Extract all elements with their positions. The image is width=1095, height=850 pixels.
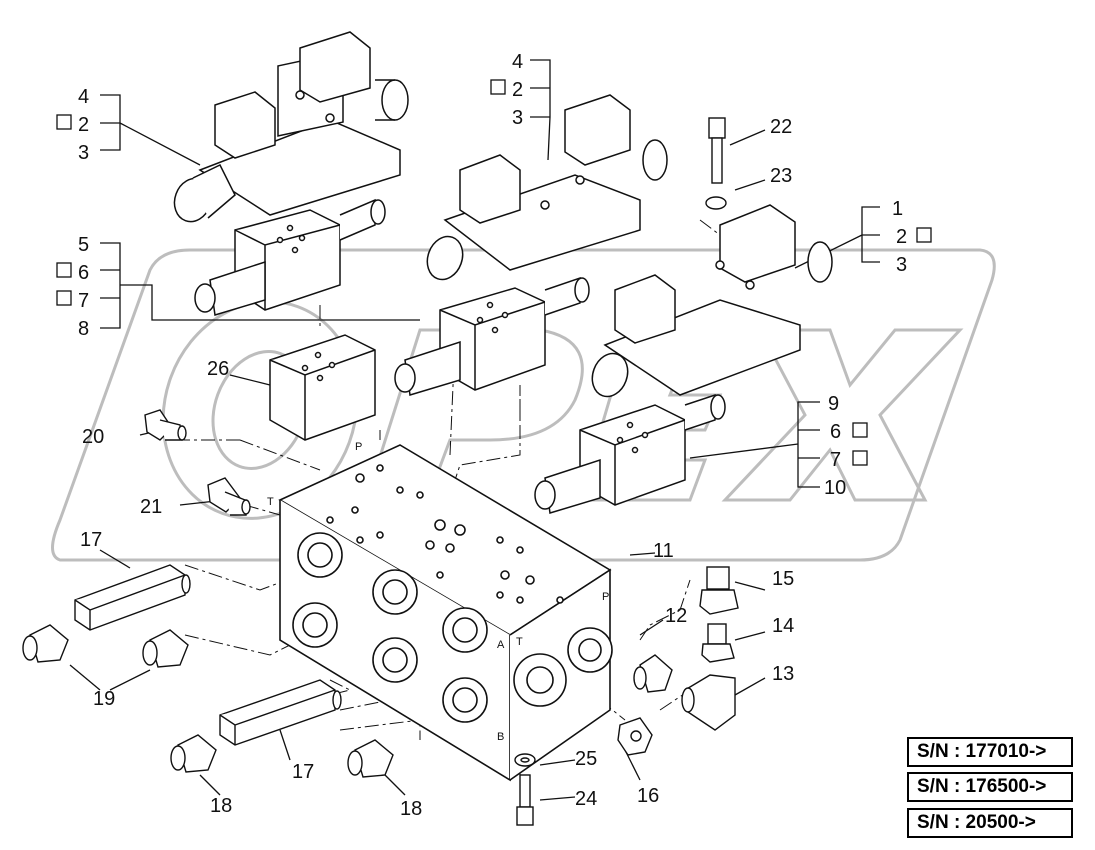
- opex-watermark: [51, 248, 996, 562]
- label-11: 11: [653, 540, 674, 562]
- label-19: 19: [93, 688, 115, 710]
- label-18-right: 18: [400, 798, 422, 820]
- fitting-21: [207, 477, 251, 516]
- label-v3-1: 1: [892, 198, 903, 220]
- label-12: 12: [665, 605, 687, 627]
- label-6: 6: [78, 262, 89, 284]
- label-9: 9: [828, 393, 839, 415]
- label-22: 22: [770, 116, 792, 138]
- port-t-front: T: [516, 636, 523, 648]
- washer-25: [514, 753, 536, 767]
- label-v2-3: 3: [512, 107, 523, 129]
- elbow-13: [681, 674, 736, 731]
- label-18-left: 18: [210, 795, 232, 817]
- label-v2-4: 4: [512, 51, 523, 73]
- hex-spacer-17-lower: [219, 679, 342, 746]
- solenoid-valve-3: [591, 204, 833, 398]
- valve-block-1: [194, 198, 386, 316]
- hex-spacer-17-upper: [74, 564, 191, 631]
- serial-number-box-2: S/N : 176500->: [907, 772, 1073, 802]
- leader-lines: [69, 59, 880, 801]
- label-v1-3: 3: [78, 142, 89, 164]
- plug-18-right: [347, 739, 394, 778]
- bolt-24: [516, 774, 534, 826]
- callout-labels: 4 2 3 4 2 3 1 2 3 5 6 7 8 9 6 7 10 11 12…: [78, 51, 907, 820]
- label-13: 13: [772, 663, 794, 685]
- plug-16: [617, 717, 653, 756]
- plug-19-right: [142, 629, 189, 668]
- callout-boxes: [56, 79, 932, 466]
- label-v2-2: 2: [512, 79, 523, 101]
- fitting-12: [633, 654, 673, 693]
- port-p-right: P: [602, 591, 609, 603]
- valve-block-3: [534, 393, 726, 514]
- serial-number-box-1: S/N : 177010->: [907, 737, 1073, 767]
- port-p-top: P: [355, 441, 362, 453]
- port-t-left: T: [267, 496, 274, 508]
- manifold-block: [278, 444, 613, 782]
- label-8: 8: [78, 318, 89, 340]
- fitting-20: [144, 409, 187, 441]
- washer-23: [705, 196, 727, 210]
- label-6b: 6: [830, 421, 841, 443]
- label-v1-2: 2: [78, 114, 89, 136]
- label-24: 24: [575, 788, 597, 810]
- cover-block-26: [269, 334, 376, 441]
- label-16: 16: [637, 785, 659, 807]
- label-25: 25: [575, 748, 597, 770]
- label-17-lower: 17: [292, 761, 314, 783]
- label-17-upper: 17: [80, 529, 102, 551]
- label-5: 5: [78, 234, 89, 256]
- label-v1-4: 4: [78, 86, 89, 108]
- plug-18-left: [170, 734, 217, 773]
- solenoid-valve-1: [173, 31, 409, 223]
- label-10: 10: [824, 477, 846, 499]
- solenoid-valve-2: [426, 94, 668, 281]
- label-v3-2: 2: [896, 226, 907, 248]
- valve-block-2: [394, 276, 590, 396]
- port-b: B: [497, 731, 504, 743]
- fitting-15: [699, 566, 739, 615]
- fitting-14: [701, 623, 735, 663]
- bolt-22: [708, 117, 726, 184]
- label-21: 21: [140, 496, 162, 518]
- port-a: A: [497, 639, 505, 651]
- port-letters: P T A T B P: [267, 441, 609, 743]
- plug-19-left: [22, 624, 69, 663]
- serial-number-box-3: S/N : 20500->: [907, 808, 1073, 838]
- label-15: 15: [772, 568, 794, 590]
- label-26: 26: [207, 358, 229, 380]
- label-v3-3: 3: [896, 254, 907, 276]
- label-14: 14: [772, 615, 794, 637]
- label-20: 20: [82, 426, 104, 448]
- label-7: 7: [78, 290, 89, 312]
- label-7b: 7: [830, 449, 841, 471]
- label-23: 23: [770, 165, 792, 187]
